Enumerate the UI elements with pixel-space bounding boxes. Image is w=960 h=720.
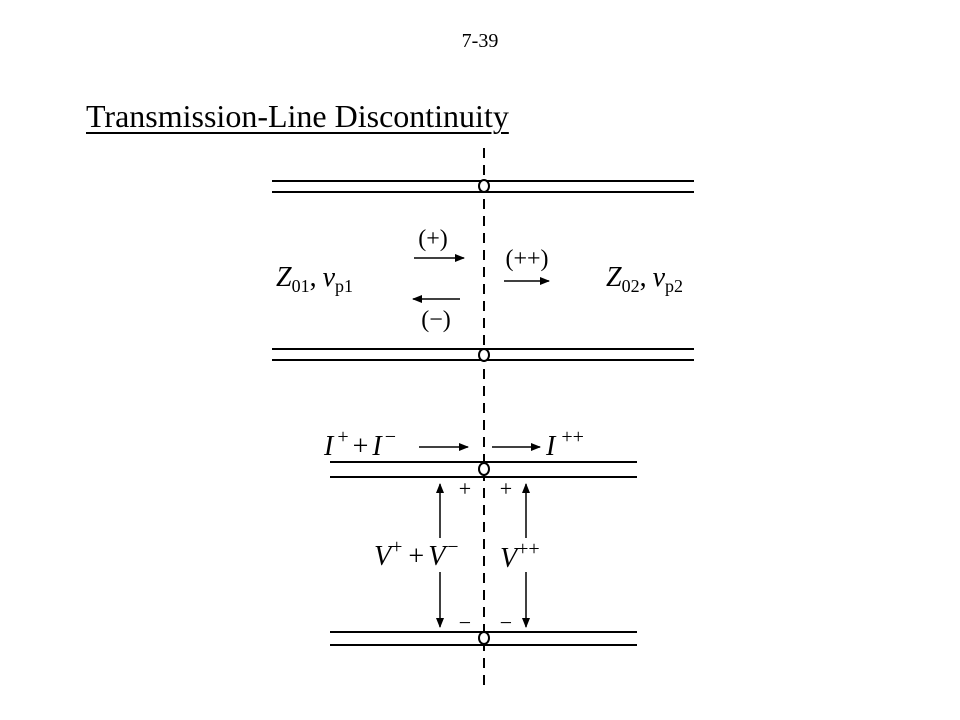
polarity-plus-right: + [500,476,512,501]
slide-title: Transmission-Line Discontinuity [86,98,509,134]
polarity-plus-left: + [459,476,471,501]
reflected-label: (−) [421,307,451,333]
current-left-label: I++I− [323,426,396,462]
line2-parameters: Z02,vp2 [606,262,683,296]
voltage-left-label: V++V− [374,536,459,572]
voltage-right-label: V++ [500,538,540,574]
diagram1-top-terminal [478,179,490,193]
incident-label: (+) [418,226,448,252]
diagram1-bottom-terminal [478,348,490,362]
polarity-minus-right: − [500,610,512,635]
transmitted-label: (++) [505,246,548,272]
page-number: 7-39 [461,30,499,52]
current-right-label: I++ [545,426,584,462]
diagram2-top-terminal [478,462,490,476]
polarity-minus-left: − [459,610,471,635]
line1-parameters: Z01,vp1 [276,262,353,296]
diagram2-bottom-terminal [478,631,490,645]
diagram2-top-conductor [330,461,637,478]
